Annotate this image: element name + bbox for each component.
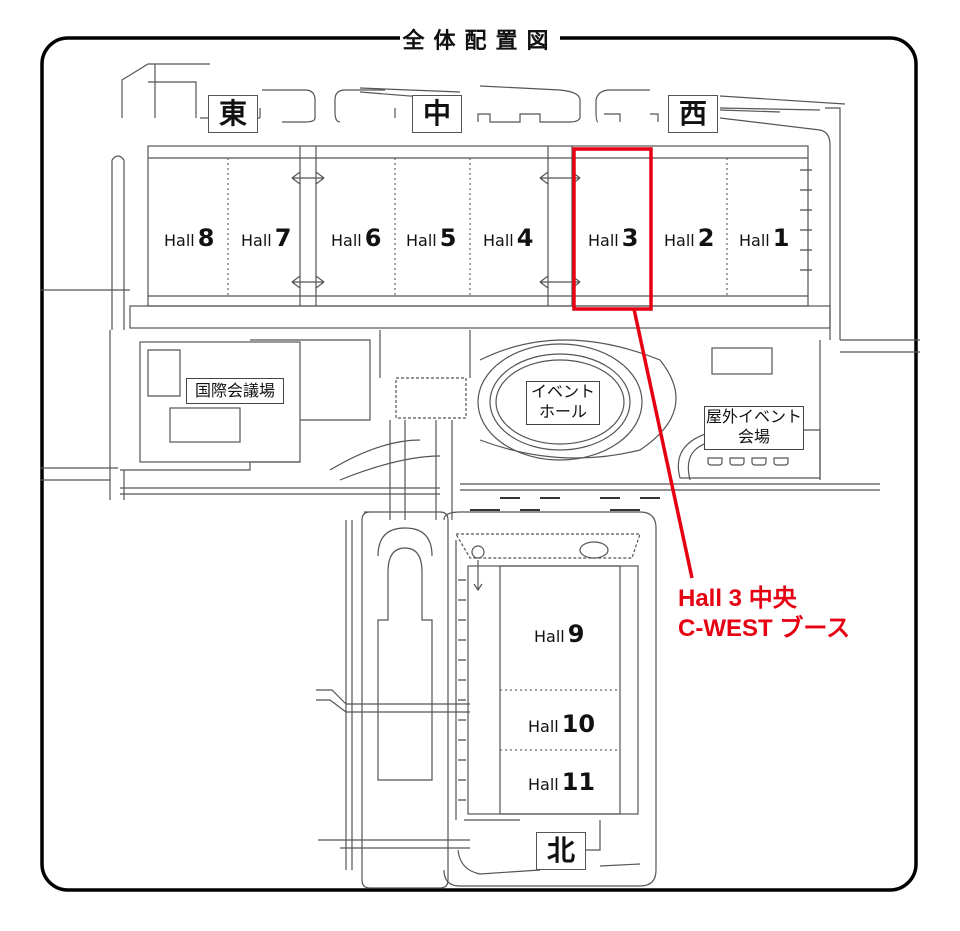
international-conference-hall-label[interactable]: 国際会議場	[186, 378, 284, 404]
direction-east-label: 東	[208, 95, 258, 133]
booth-location-annotation: Hall 3 中央 C-WEST ブース	[678, 585, 851, 642]
map-frame	[40, 36, 918, 892]
event-hall-label[interactable]: イベント ホール	[526, 381, 600, 425]
outdoor-event-venue-label[interactable]: 屋外イベント 会場	[704, 406, 804, 450]
highlight-leader-line	[632, 308, 694, 579]
direction-north-label: 北	[536, 832, 586, 870]
direction-west-label: 西	[668, 95, 718, 133]
hall-3-highlight	[572, 147, 653, 311]
direction-center-label: 中	[412, 95, 462, 133]
map-title: 全体配置図	[400, 24, 560, 60]
